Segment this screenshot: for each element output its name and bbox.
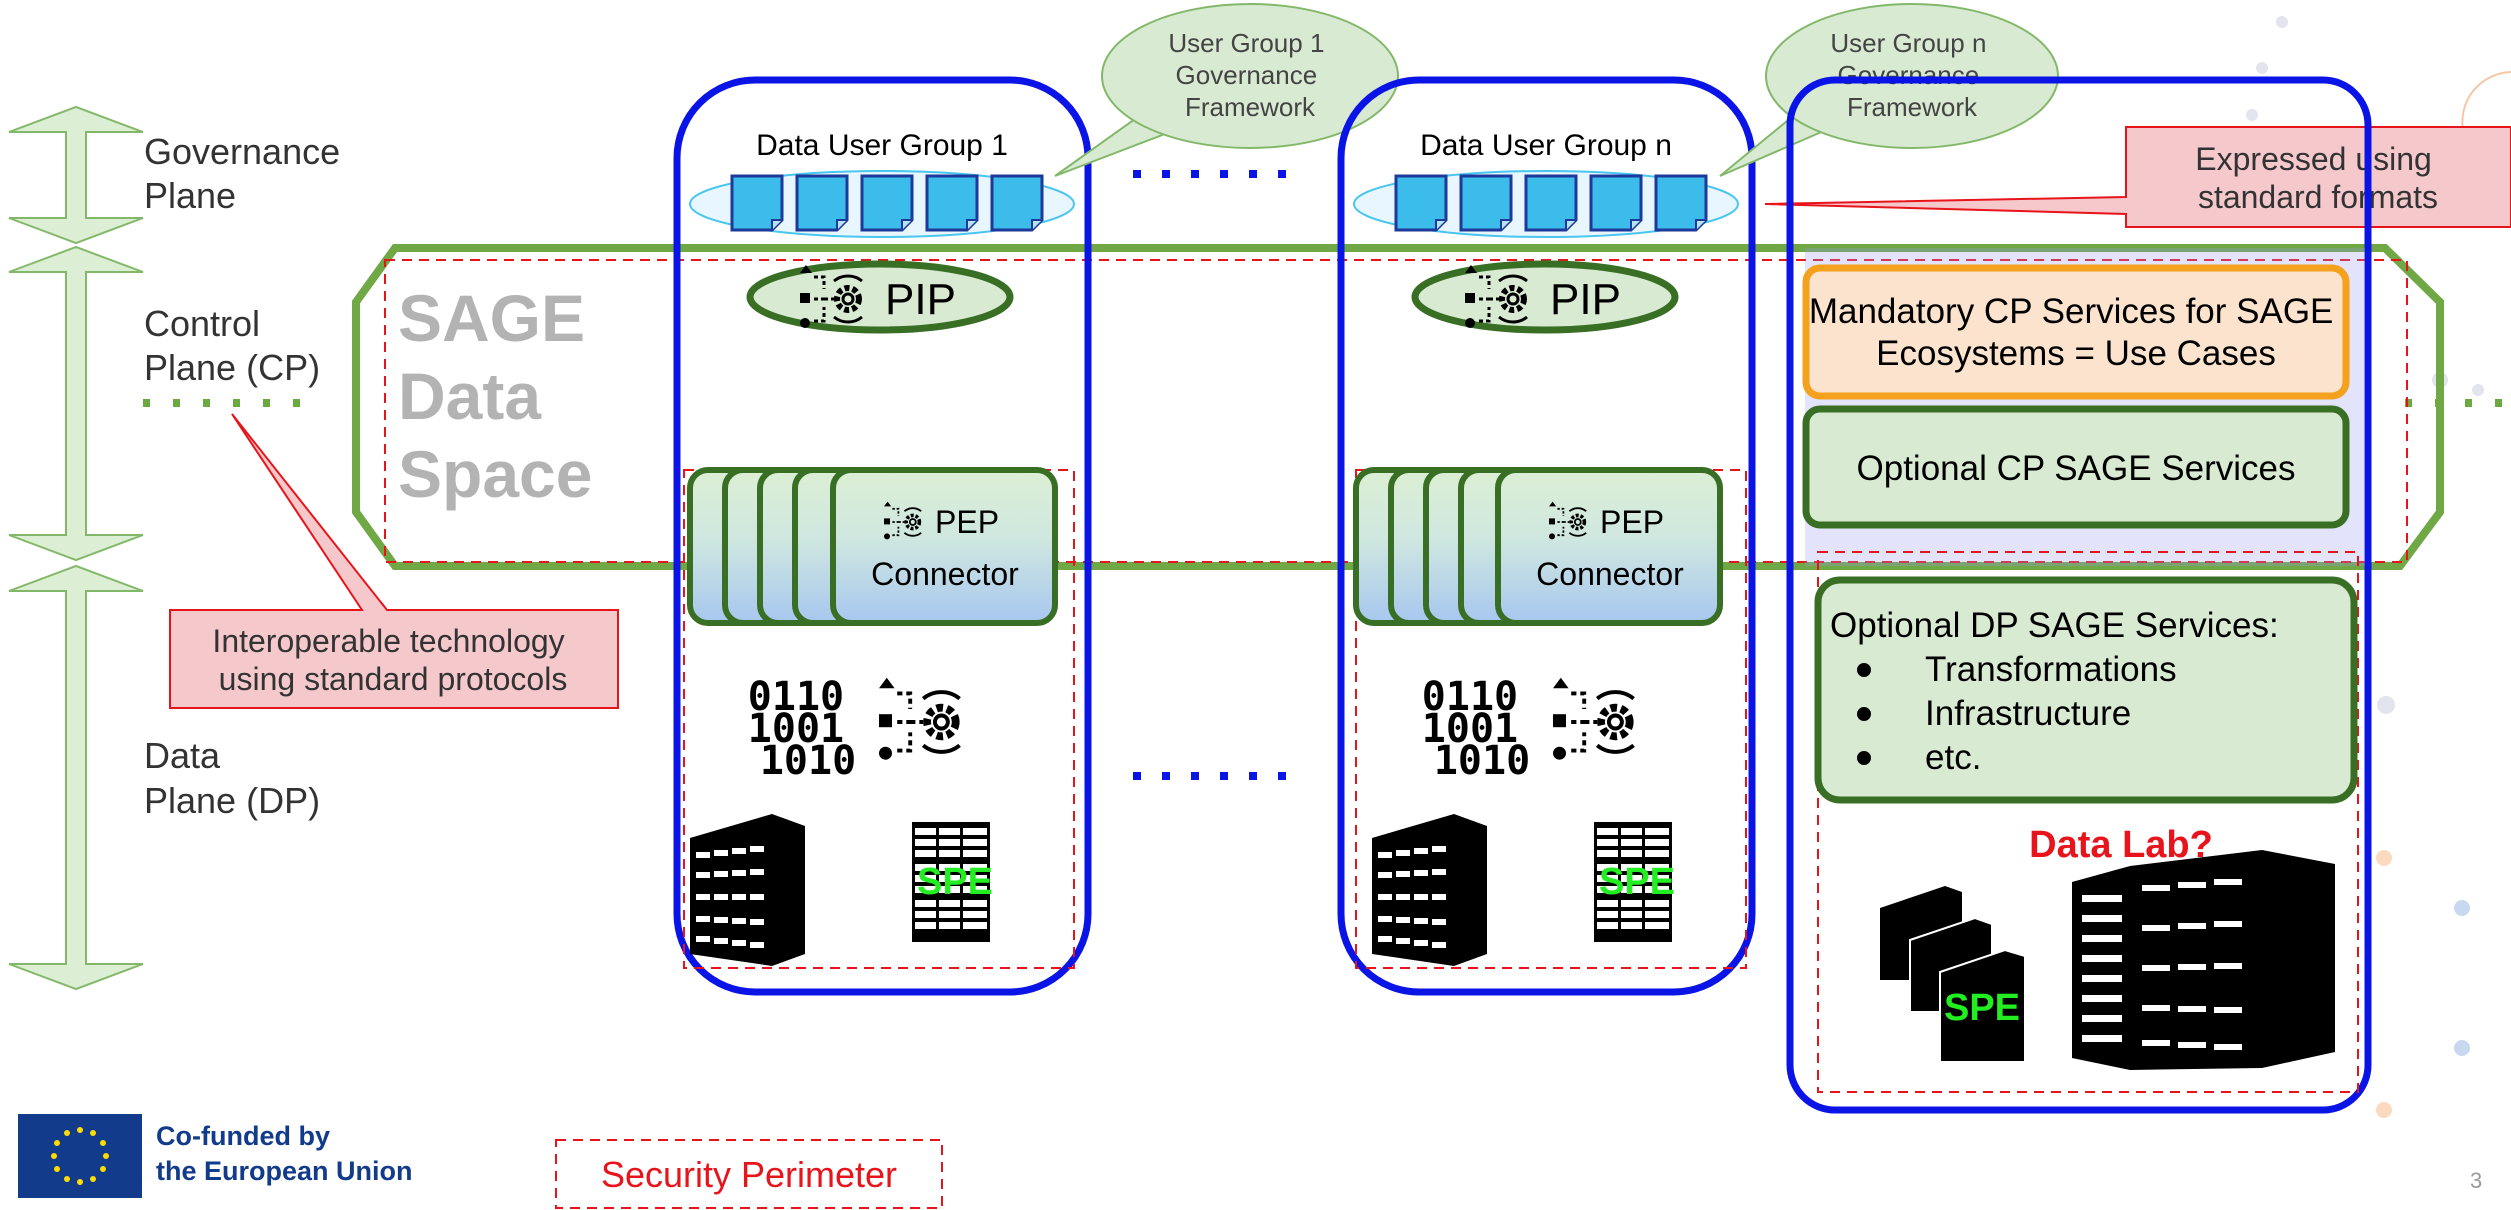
group-n-governance-bubble: User Group n Governance Framework	[1719, 3, 2059, 177]
group-n-border	[1337, 76, 1756, 996]
sage-services-column: Mandatory CP Services for SAGE Ecosystem…	[1786, 76, 2372, 1114]
group-n-pip: PIP	[1411, 260, 1679, 334]
expressed-callout: Expressed using standard formats	[1764, 126, 2511, 228]
data-user-group-n: Data User Group n User Group n Governanc…	[1337, 3, 2059, 996]
svg-text:User Group 1 Governan: User Group 1 Governance Framework	[1168, 28, 1331, 122]
group-1-title: Data User Group 1	[756, 129, 1008, 162]
eu-funding-logo: Co-funded by the European Union	[18, 1114, 413, 1198]
svg-text:Transformations: Transformations	[1925, 650, 2177, 689]
connector-label: Connector	[871, 556, 1019, 592]
optional-dp-services-box: Optional DP SAGE Services: Transformatio…	[1814, 576, 2358, 804]
svg-text:SPE: SPE	[1944, 987, 2020, 1029]
svg-text:Optional CP SAGE Services: Optional CP SAGE Services	[1857, 449, 2296, 488]
sage-data-space-title: SAGE Data Space	[398, 281, 603, 511]
pep-label: PEP	[1600, 504, 1664, 540]
services-column-border	[1786, 76, 2372, 1114]
svg-text:etc.: etc.	[1925, 738, 1981, 777]
connector-label: Connector	[1536, 556, 1684, 592]
data-plane-label: Data Plane (DP)	[144, 735, 320, 821]
group-1-server-icon	[690, 814, 805, 966]
svg-text:Co-funded by the Europea: Co-funded by the European Union	[156, 1121, 413, 1186]
page-number: 3	[2470, 1168, 2482, 1193]
group-1-spe-server-icon: SPE	[912, 822, 993, 942]
eu-flag-icon	[18, 1114, 142, 1198]
optional-cp-services-box: Optional CP SAGE Services	[1802, 405, 2350, 529]
group-n-binary-data-icon: 0110 1001 1010	[1422, 674, 1542, 784]
svg-text:Optional DP SAGE Services:: Optional DP SAGE Services:	[1830, 606, 2279, 645]
svg-text:Expressed using standard: Expressed using standard formats	[2195, 141, 2440, 215]
control-plane-label: Control Plane (CP)	[144, 303, 320, 388]
pip-label: PIP	[885, 275, 956, 324]
group-1-border	[673, 76, 1092, 996]
plane-arrows	[8, 105, 144, 991]
group-n-spe-server-icon: SPE	[1594, 822, 1675, 942]
pep-label: PEP	[935, 504, 999, 540]
spe-label: SPE	[1599, 861, 1675, 903]
svg-text:Security Perimeter: Security Perimeter	[601, 1154, 897, 1195]
svg-text:Mandatory CP Services for SAGE: Mandatory CP Services for SAGE Ecosystem…	[1809, 292, 2343, 373]
group-n-processing-icon	[1553, 678, 1634, 760]
svg-text:Infrastructure: Infrastructure	[1925, 694, 2131, 733]
services-security-perimeter	[1817, 551, 2359, 1093]
group-1-policy-documents	[730, 174, 1044, 232]
mandatory-cp-services-box: Mandatory CP Services for SAGE Ecosystem…	[1802, 264, 2350, 400]
data-user-group-1: Data User Group 1 User Group 1 Governanc…	[673, 3, 1399, 996]
spe-stack-icon: SPE	[1880, 886, 2026, 1063]
group-1-binary-data-icon: 0110 1001 1010	[748, 674, 868, 784]
group-n-connectors: PEP Connector	[1353, 467, 1723, 626]
data-lab-label: Data Lab?	[2029, 824, 2213, 866]
svg-text:User Group n Governan: User Group n Governance Framework	[1830, 28, 1993, 122]
group-1-connectors: PEP Connector	[687, 467, 1058, 626]
spe-label: SPE	[917, 861, 993, 903]
interoperable-callout: Interoperable technology using standard …	[169, 413, 619, 709]
governance-plane-label: Governance Plane	[144, 131, 350, 216]
group-n-policy-documents	[1394, 174, 1708, 232]
group-n-title: Data User Group n	[1420, 129, 1672, 162]
group-1-pip: PIP	[746, 260, 1014, 334]
data-lab-server-icon	[2072, 850, 2335, 1070]
pip-label: PIP	[1550, 275, 1621, 324]
svg-text:Interoperable technology: Interoperable technology using standard …	[212, 623, 573, 697]
security-perimeter-legend: Security Perimeter	[555, 1139, 943, 1209]
group-n-server-icon	[1372, 814, 1487, 966]
group-1-governance-bubble: User Group 1 Governance Framework	[1054, 3, 1399, 177]
group-1-processing-icon	[879, 678, 960, 760]
sage-data-space-band	[352, 244, 2444, 570]
